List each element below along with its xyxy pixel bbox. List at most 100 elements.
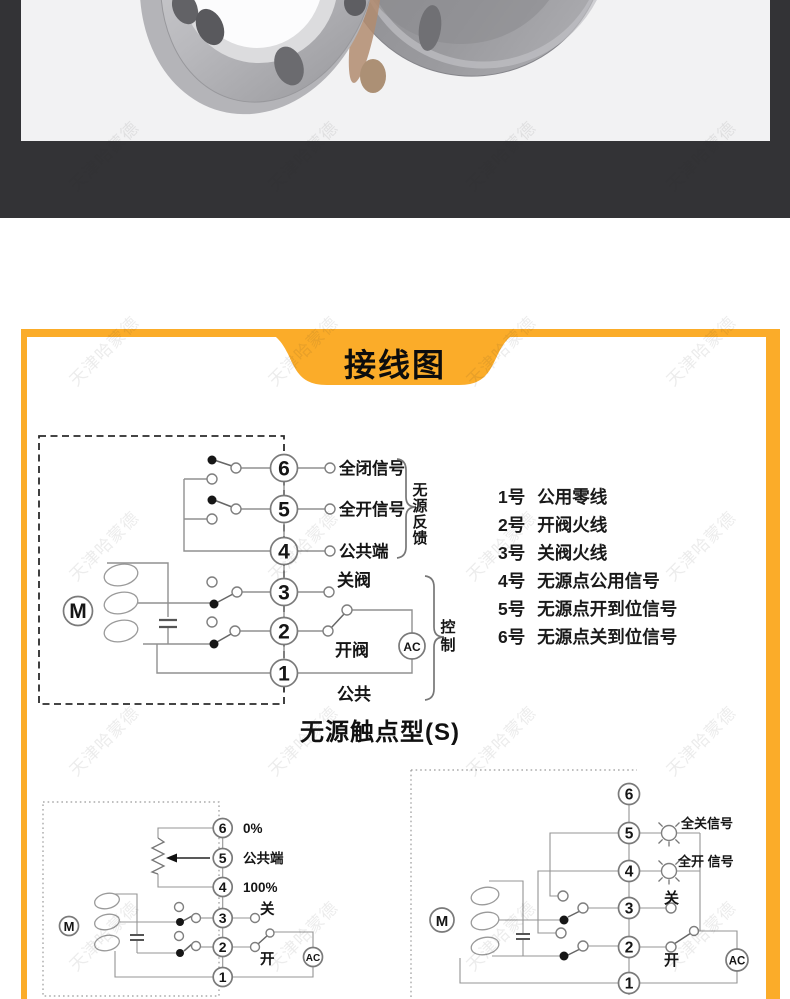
legend-row: 1号公用零线 xyxy=(498,483,677,511)
feedback-char: 无 xyxy=(411,482,427,499)
control-brace xyxy=(424,575,445,701)
bolt-hole-icon xyxy=(274,46,304,86)
actuator-dashed-boundary xyxy=(38,435,285,705)
control-char: 控 xyxy=(440,618,455,636)
ac-symbol: AC xyxy=(725,948,749,972)
lamp-icons xyxy=(658,822,680,885)
motor-label: M xyxy=(64,919,75,934)
wires xyxy=(459,783,738,995)
watermark: 天津哈蒙德 xyxy=(65,312,143,390)
terminal-3: 3 xyxy=(278,582,290,605)
label-close: 关 xyxy=(260,900,275,918)
percent-schematic: M AC 6 5 4 3 2 1 0% 公共端 100% 关 开 xyxy=(42,801,324,997)
terminal-strip: 6 5 4 3 2 1 xyxy=(212,817,234,988)
legend-row: 5号无源点开到位信号 xyxy=(498,595,677,623)
motor-symbol: M xyxy=(62,595,94,627)
lamp-schematic: M AC 6 5 4 3 2 1 全关信号 全开 信号 关 开 xyxy=(410,769,749,999)
ac-label: AC xyxy=(729,956,746,968)
label-full-close-signal: 全关信号 xyxy=(680,816,733,831)
terminal-4: 4 xyxy=(625,864,634,881)
control-vertical-label: 控 制 xyxy=(440,618,455,654)
terminal-1: 1 xyxy=(278,663,290,686)
legend-desc: 公用零线 xyxy=(537,487,608,507)
label-full-open-signal: 全开信号 xyxy=(338,499,405,519)
legend-row: 3号关阀火线 xyxy=(498,539,677,567)
watermark: 天津哈蒙德 xyxy=(662,312,740,390)
dotted-boundary xyxy=(42,801,220,997)
dark-band xyxy=(0,0,790,218)
bolt-hole-icon xyxy=(418,5,442,51)
capacitor-icon xyxy=(130,934,144,941)
terminal-1: 1 xyxy=(219,969,227,985)
contact-points xyxy=(206,455,353,649)
terminal-6: 6 xyxy=(219,820,227,836)
legend-desc: 无源点开到位信号 xyxy=(537,599,678,619)
terminal-labels: 全关信号 全开 信号 关 开 xyxy=(664,816,734,969)
switch-blades xyxy=(567,910,692,956)
wires xyxy=(110,818,314,987)
motor-coils xyxy=(470,886,500,956)
label-full-close-signal: 全闭信号 xyxy=(338,458,405,478)
banner-tab-shape xyxy=(252,329,534,385)
terminal-2: 2 xyxy=(625,940,634,957)
legend-row: 2号开阀火线 xyxy=(498,511,677,539)
terminal-6: 6 xyxy=(278,458,290,481)
legend-num: 6号 xyxy=(498,627,526,647)
motor-label: M xyxy=(69,600,87,623)
feedback-vertical-label: 无 源 反 馈 xyxy=(411,482,427,547)
control-char: 制 xyxy=(440,636,455,654)
main-schematic: M AC 6 5 4 3 2 1 全闭信号 全开信号 公共端 关阀 开阀 公共 xyxy=(38,435,456,705)
terminal-4: 4 xyxy=(219,879,227,895)
terminal-1: 1 xyxy=(625,976,634,993)
terminal-2: 2 xyxy=(278,621,290,644)
bolt-hole-icon xyxy=(344,0,366,16)
motor-coils xyxy=(103,563,139,643)
terminal-3: 3 xyxy=(625,901,634,918)
ac-label: AC xyxy=(306,953,320,964)
label-full-open-signal: 全开 信号 xyxy=(677,854,734,869)
label-common: 公共 xyxy=(337,685,371,704)
label-open: 开 xyxy=(260,951,275,968)
frame-border-left xyxy=(21,329,27,999)
switch-blades xyxy=(182,915,269,952)
legend-num: 1号 xyxy=(498,487,526,507)
terminal-6: 6 xyxy=(625,787,634,804)
legend-desc: 无源点关到位信号 xyxy=(537,627,678,647)
terminal-strip: 6 5 4 3 2 1 xyxy=(617,782,641,995)
feedback-char: 源 xyxy=(412,497,427,515)
bolt-hole-icon xyxy=(171,0,199,25)
motor-symbol: M xyxy=(429,907,455,933)
ac-symbol: AC xyxy=(302,946,324,968)
legend-num: 4号 xyxy=(498,571,526,591)
frame-border-right xyxy=(766,329,780,999)
label-100-percent: 100% xyxy=(243,880,278,895)
product-photo-illustration xyxy=(21,0,770,141)
terminal-3: 3 xyxy=(219,910,227,926)
legend-row: 4号无源点公用信号 xyxy=(498,567,677,595)
bolt-hole-icon xyxy=(195,8,225,46)
terminal-legend: 1号公用零线 2号开阀火线 3号关阀火线 4号无源点公用信号 5号无源点开到位信… xyxy=(498,483,677,651)
capacitor-icon xyxy=(516,933,530,940)
label-0-percent: 0% xyxy=(243,821,263,836)
liner-face xyxy=(194,0,320,48)
ac-symbol: AC xyxy=(398,632,426,660)
contact-points xyxy=(173,901,275,957)
ac-label: AC xyxy=(403,640,421,654)
legend-desc: 关阀火线 xyxy=(537,543,608,563)
label-common-terminal: 公共端 xyxy=(339,541,389,561)
motor-coils xyxy=(94,892,120,952)
feedback-brace xyxy=(396,458,417,559)
legend-num: 2号 xyxy=(498,515,526,535)
terminal-strip: 6 5 4 3 2 1 xyxy=(269,453,299,688)
legend-num: 5号 xyxy=(498,599,526,619)
terminal-labels: 全闭信号 全开信号 公共端 关阀 开阀 公共 xyxy=(335,458,405,704)
legend-row: 6号无源点关到位信号 xyxy=(498,623,677,651)
switch-blades xyxy=(213,459,346,643)
section-title: 接线图 xyxy=(343,347,446,383)
terminal-5: 5 xyxy=(219,850,227,866)
wires xyxy=(107,455,413,686)
diagram-caption: 无源触点型(S) xyxy=(300,719,460,746)
terminal-2: 2 xyxy=(219,939,227,955)
flange-left xyxy=(139,0,378,115)
motor-label: M xyxy=(436,913,449,930)
